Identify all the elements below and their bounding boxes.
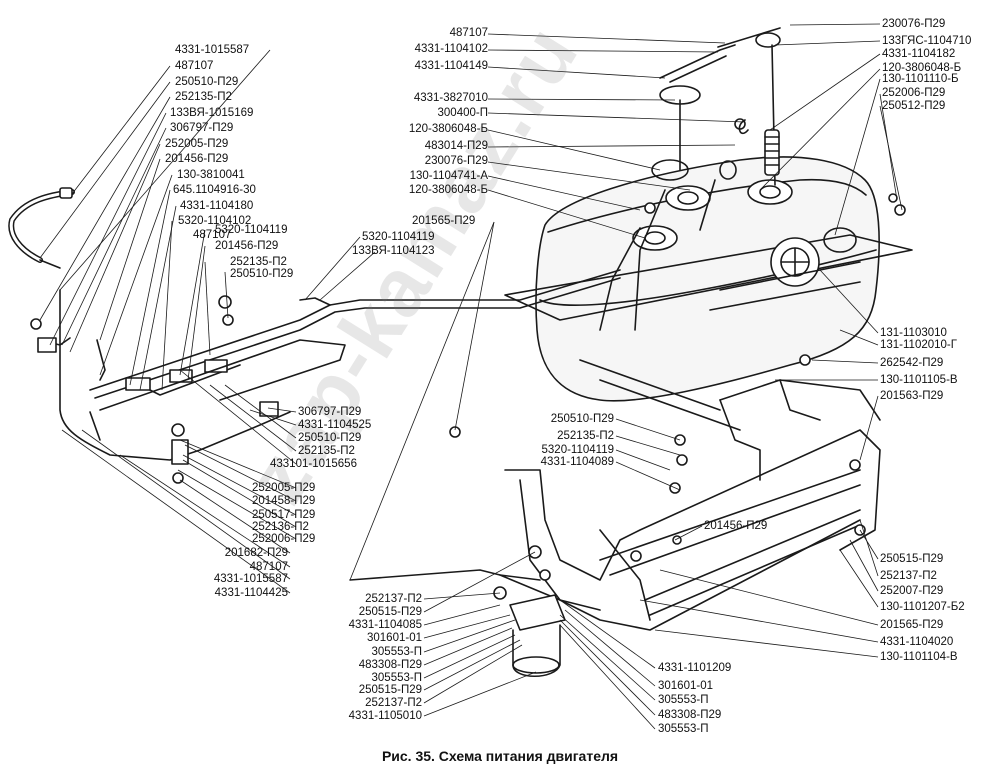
label-250515-p29-f: 250515-П29	[358, 606, 422, 618]
label-5320-1104119-cr: 5320-1104119	[541, 444, 614, 456]
label-252137-p2-f2: 252137-П2	[365, 697, 422, 709]
label-201565-p29-r: 201565-П29	[880, 619, 944, 631]
label-4331-1104020: 4331-1104020	[880, 636, 954, 648]
label-483308-p29-fr: 483308-П29	[658, 709, 722, 721]
label-250510-p29-b: 250510-П29	[230, 268, 294, 280]
label-120-3806048-b-2: 120-3806048-Б	[408, 184, 488, 196]
label-252005-p29-c: 252005-П29	[252, 482, 316, 494]
label-250517-p29: 250517-П29	[252, 509, 316, 521]
label-4331-1105010: 4331-1105010	[348, 710, 422, 722]
label-306797-p29-c: 306797-П29	[298, 406, 362, 418]
label-4331-1104149: 4331-1104149	[414, 60, 488, 72]
label-201456-p29-m: 201456-П29	[704, 520, 768, 532]
label-4331-1104102: 4331-1104102	[414, 43, 488, 55]
label-250510-p29-cr: 250510-П29	[550, 413, 614, 425]
label-4331-3827010: 4331-3827010	[413, 92, 488, 104]
label-305553-p-f2: 305553-П	[371, 672, 422, 684]
label-250510-p29: 250510-П29	[175, 76, 239, 88]
label-252135-p2: 252135-П2	[175, 91, 232, 103]
label-252137-p2-r: 252137-П2	[880, 570, 937, 582]
label-4331-1104182: 4331-1104182	[882, 48, 956, 60]
label-133vya-1104123: 133ВЯ-1104123	[352, 245, 435, 257]
label-300400-p: 300400-П	[437, 107, 488, 119]
label-130-1101110-b: 130-1101110-Б	[882, 73, 959, 85]
label-201682-p29: 201682-П29	[224, 547, 288, 559]
fuel-lines	[8, 179, 716, 621]
label-250515-p29-f2: 250515-П29	[358, 684, 422, 696]
label-120-3806048-b-r: 120-3806048-Б	[882, 62, 962, 74]
label-133vya-1015169: 133ВЯ-1015169	[170, 107, 254, 119]
label-201458-p29: 201458-П29	[252, 495, 316, 507]
label-306797-p29: 306797-П29	[170, 122, 234, 134]
figure-caption: Рис. 35. Схема питания двигателя	[381, 748, 619, 764]
label-252135-p2-c: 252135-П2	[298, 445, 355, 457]
label-4331-1104425: 4331-1104425	[214, 587, 288, 599]
label-201563-p29: 201563-П29	[880, 390, 944, 402]
label-252007-p29: 252007-П29	[880, 585, 944, 597]
label-130-1101104-v: 130-1101104-В	[880, 651, 958, 663]
label-250512-p29: 250512-П29	[882, 100, 946, 112]
label-487107: 487107	[175, 60, 214, 72]
label-131-1103010: 131-1103010	[880, 327, 947, 339]
label-4331-1104525: 4331-1104525	[298, 419, 372, 431]
label-252135-p2-b: 252135-П2	[230, 256, 287, 268]
label-433101-1015656: 433101-1015656	[270, 458, 357, 470]
fuel-level-sender	[659, 27, 781, 186]
label-4331-1101209: 4331-1101209	[658, 662, 732, 674]
tank-bracket-frame	[504, 202, 881, 631]
label-252005-p29: 252005-П29	[165, 138, 229, 150]
label-305553-p-fr1: 305553-П	[658, 694, 709, 706]
label-201565-p29: 201565-П29	[412, 215, 476, 227]
label-130-1104741-a: 130-1104741-А	[409, 170, 488, 182]
label-250515-p29-r: 250515-П29	[880, 553, 944, 565]
label-4331-1104180: 4331-1104180	[180, 200, 254, 212]
label-120-3806048-b: 120-3806048-Б	[408, 123, 488, 135]
label-252136-p2: 252136-П2	[252, 521, 309, 533]
label-252006-p29-c: 252006-П29	[252, 533, 316, 545]
label-5320-1104102: 5320-1104102	[178, 215, 252, 227]
label-4331-1015587-lb: 4331-1015587	[213, 573, 288, 585]
label-130-1101105-v: 130-1101105-В	[880, 374, 958, 386]
label-645-1104916-30: 645.1104916-30	[173, 184, 256, 196]
label-201456-p29: 201456-П29	[165, 153, 229, 165]
label-252135-p2-cr: 252135-П2	[557, 430, 614, 442]
label-133gyas-1104710: 133ГЯС-1104710	[882, 35, 972, 47]
label-4331-1104089: 4331-1104089	[540, 456, 614, 468]
label-230076-p29-r: 230076-П29	[882, 18, 946, 30]
label-250510-p29-c: 250510-П29	[298, 432, 362, 444]
label-5320-1104119: 5320-1104119	[215, 224, 288, 236]
label-131-1102010-g: 131-1102010-Г	[880, 339, 957, 351]
label-487107-lb: 487107	[249, 561, 288, 573]
label-301601-01-fr: 301601-01	[658, 680, 713, 692]
label-305553-p-fr2: 305553-П	[658, 723, 709, 735]
label-5320-1104119-c: 5320-1104119	[362, 231, 435, 243]
label-483308-p29-f: 483308-П29	[358, 659, 422, 671]
label-252137-p2-f: 252137-П2	[365, 593, 422, 605]
label-4331-1104085: 4331-1104085	[348, 619, 422, 631]
label-262542-p29: 262542-П29	[880, 357, 944, 369]
label-305553-p-f1: 305553-П	[371, 646, 422, 658]
label-130-1101207-b2: 130-1101207-Б2	[880, 601, 965, 613]
fuel-filter	[493, 545, 566, 677]
label-4331-1015587: 4331-1015587	[175, 44, 250, 56]
label-487107-b: 487107	[193, 229, 232, 241]
fuel-tank	[504, 156, 913, 431]
label-483014-p29: 483014-П29	[424, 140, 488, 152]
label-230076-p29: 230076-П29	[424, 155, 488, 167]
label-252006-p29: 252006-П29	[882, 87, 946, 99]
label-130-3810041: 130-3810041	[177, 169, 245, 181]
label-201456-p29-b: 201456-П29	[215, 240, 279, 252]
label-487107-top: 487107	[449, 27, 488, 39]
label-301601-01-f: 301601-01	[367, 632, 422, 644]
